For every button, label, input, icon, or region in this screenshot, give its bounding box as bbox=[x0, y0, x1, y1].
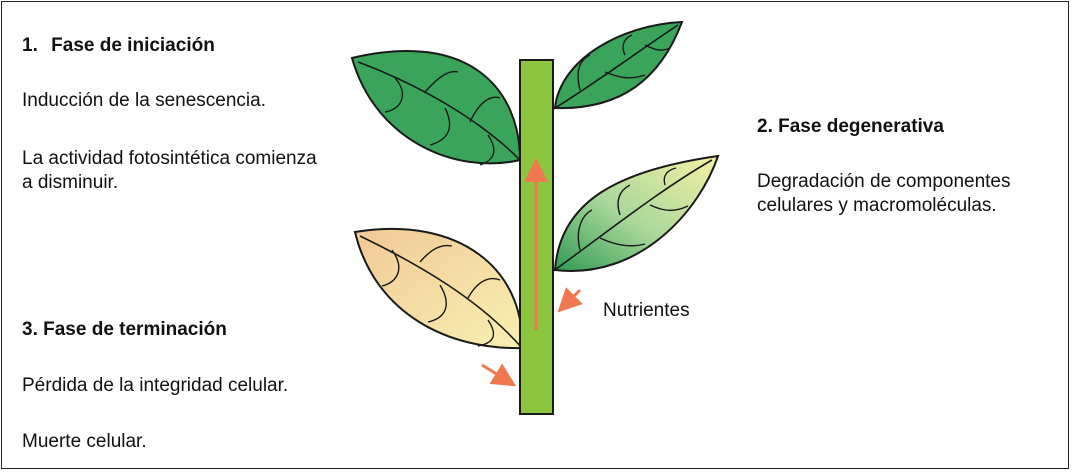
phase3-line2: Muerte celular. bbox=[22, 430, 147, 454]
leaf-top-right bbox=[552, 22, 682, 110]
phase1-line2: La actividad fotosintética comienza bbox=[22, 147, 317, 171]
nutrient-entry-arrow bbox=[566, 290, 580, 304]
phase1-line3: a disminuir. bbox=[22, 171, 118, 195]
phase1-heading: 1. Fase de iniciación bbox=[22, 34, 215, 58]
phase3-title: 3. Fase de terminación bbox=[22, 318, 227, 342]
leaf-yellowing bbox=[552, 156, 718, 272]
phase1-number: 1. bbox=[22, 35, 38, 56]
phase2-line1: Degradación de componentes bbox=[757, 170, 1011, 194]
nutrient-outflow-arrow bbox=[482, 365, 506, 380]
phase1-title: Fase de iniciación bbox=[51, 35, 215, 56]
phase2-line2: celulares y macromoléculas. bbox=[757, 194, 997, 218]
phase3-line1: Pérdida de la integridad celular. bbox=[22, 374, 288, 398]
nutrients-label: Nutrientes bbox=[603, 300, 690, 321]
phase1-line1: Inducción de la senescencia. bbox=[22, 89, 266, 113]
phase2-title: 2. Fase degenerativa bbox=[757, 115, 944, 139]
leaf-top-left bbox=[352, 51, 520, 165]
leaf-senescent bbox=[355, 229, 522, 348]
